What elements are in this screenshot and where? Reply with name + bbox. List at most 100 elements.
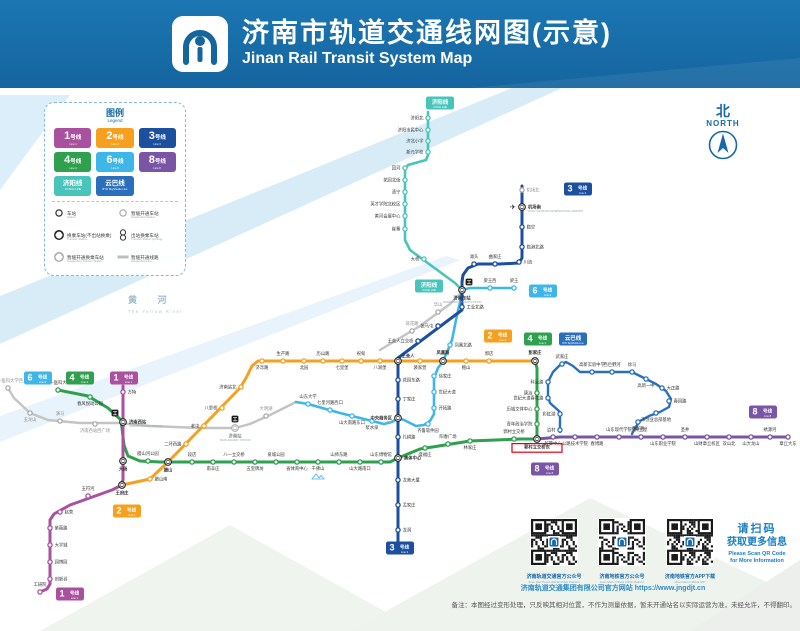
station-label-八一立交桥: 八一立交桥 — [223, 451, 245, 458]
station-济阳北 — [425, 115, 431, 121]
station-市创业总部基地 — [653, 410, 659, 416]
station-鲍山 — [463, 358, 469, 364]
svg-text:工: 工 — [113, 411, 118, 417]
station-高新实验中学 — [589, 369, 595, 375]
station-label-山大路南口: 山大路南口 — [349, 465, 370, 472]
svg-text:1: 1 — [113, 373, 118, 383]
station-label-王舍人: 王舍人 — [402, 352, 416, 359]
svg-text:3: 3 — [567, 184, 572, 194]
svg-text:号线: 号线 — [124, 374, 134, 381]
station-label-创新谷: 创新谷 — [55, 576, 69, 583]
station-黄土屋 — [638, 434, 644, 440]
station-label-济南站: 济南站 — [229, 433, 243, 440]
legend-symbol-transfer: 换乘车站(不出站换乘)Transfer Station — [52, 228, 114, 247]
svg-text:JINAN RAILWAY STATION: JINAN RAILWAY STATION — [220, 438, 251, 442]
line-gray-northeast — [378, 290, 464, 352]
svg-text:JINANDONG RAILWAY STATION: JINANDONG RAILWAY STATION — [443, 300, 482, 304]
station-label-双山北: 双山北 — [723, 440, 737, 447]
station-label-山大龙山: 山大龙山 — [742, 440, 759, 447]
station-五里牌坊 — [252, 459, 258, 465]
website-url[interactable]: https://www.jngdjt.cn — [634, 585, 706, 592]
station-章丘大东 — [785, 434, 791, 440]
station-西巨野河 — [609, 369, 615, 375]
station-label-山东大学: 山东大学 — [299, 393, 317, 400]
station-label-春博路: 春博路 — [591, 440, 605, 447]
svg-text:Line 1: Line 1 — [125, 380, 133, 384]
station-label-工研院: 工研院 — [34, 581, 48, 588]
station-label-梁王: 梁王 — [510, 277, 519, 284]
svg-text:济阳线: 济阳线 — [421, 281, 438, 289]
station-label-圣井: 圣井 — [681, 426, 690, 433]
station-label-腊山河公园: 腊山河公园 — [137, 450, 158, 457]
station-label-临港北路: 临港北路 — [527, 244, 545, 251]
exit-transfer-icon — [116, 228, 131, 247]
station-川流 — [516, 259, 522, 265]
station-label-腊山: 腊山 — [164, 467, 173, 474]
station-八涧堡 — [377, 358, 383, 364]
station-label-生产路: 生产路 — [277, 350, 291, 357]
terrain-shape — [40, 525, 420, 631]
yellow-river-label: 黄 河 — [128, 294, 176, 305]
station-工业北路 — [459, 304, 465, 310]
svg-text:2: 2 — [487, 331, 492, 341]
line-gray-west — [6, 386, 298, 430]
station-春晖路 — [635, 419, 641, 425]
station-泊村 — [557, 427, 563, 433]
station-label-玉符河: 玉符河 — [82, 485, 96, 492]
station-齐鲁软件园 — [425, 421, 431, 427]
station-label-七里堡: 七里堡 — [336, 364, 350, 370]
scan-text-1: 请扫码 — [737, 523, 777, 535]
line-line8 — [535, 435, 790, 441]
station-label-新元学校: 新元学校 — [406, 149, 424, 156]
station-label-济阳市民中心: 济阳市民中心 — [398, 127, 424, 134]
station-凤凰路 — [439, 357, 447, 365]
station-王舍人 — [394, 357, 402, 365]
station-曲家庄 — [492, 261, 498, 267]
station-凤凰北路 — [447, 342, 453, 348]
station-label-世纪大道春花路: 世纪大道春花路 — [513, 395, 544, 402]
station-回河 — [402, 165, 408, 171]
station-龙洞 — [395, 527, 401, 533]
station-梁王 — [511, 285, 517, 291]
station-label-春风悦动公园: 春风悦动公园 — [77, 400, 103, 407]
jinan-metro-logo-icon — [172, 16, 228, 72]
railway-icon — [111, 409, 119, 417]
station-济南西站 — [119, 418, 127, 426]
station-千佛山 — [315, 459, 321, 465]
station-label-二环西路: 二环西路 — [164, 441, 182, 448]
line-line2 — [120, 359, 537, 487]
station-大杨 — [119, 457, 127, 465]
station-label-济阳北: 济阳北 — [411, 115, 425, 122]
svg-text:Line 8: Line 8 — [764, 414, 772, 418]
station-第一医科大学西 — [5, 385, 11, 391]
station-label-赵营: 赵营 — [65, 509, 74, 516]
station-王舍人立交桥 — [415, 338, 421, 344]
header: 济南市轨道交通线网图(示意) Jinan Rail Transit System… — [0, 0, 800, 88]
airport-icon: ✈ — [510, 204, 516, 211]
svg-text:Line 6: Line 6 — [544, 293, 552, 297]
north-label-en: NORTH — [706, 119, 740, 128]
station-大正路 — [659, 385, 665, 391]
station-山东博物馆 — [378, 459, 384, 465]
mountain-icon — [311, 473, 325, 480]
station-崔寨 — [402, 226, 408, 232]
station-label-玉龙山: 玉龙山 — [24, 416, 37, 423]
station-中央商务区 — [394, 414, 402, 422]
station-label-山大南路东口: 山大南路东口 — [339, 419, 365, 426]
station-label-梁王西: 梁王西 — [484, 277, 498, 284]
station-机场北 — [519, 187, 525, 193]
svg-text:号线: 号线 — [543, 287, 553, 294]
svg-text:Line 3: Line 3 — [401, 550, 409, 554]
station-label-浆水泉: 浆水泉 — [366, 424, 380, 430]
station-郭店 — [486, 358, 492, 364]
station-泉城公园 — [273, 459, 279, 465]
station-label-华山: 华山 — [434, 301, 443, 308]
station-世纪大道春花路 — [545, 395, 551, 401]
